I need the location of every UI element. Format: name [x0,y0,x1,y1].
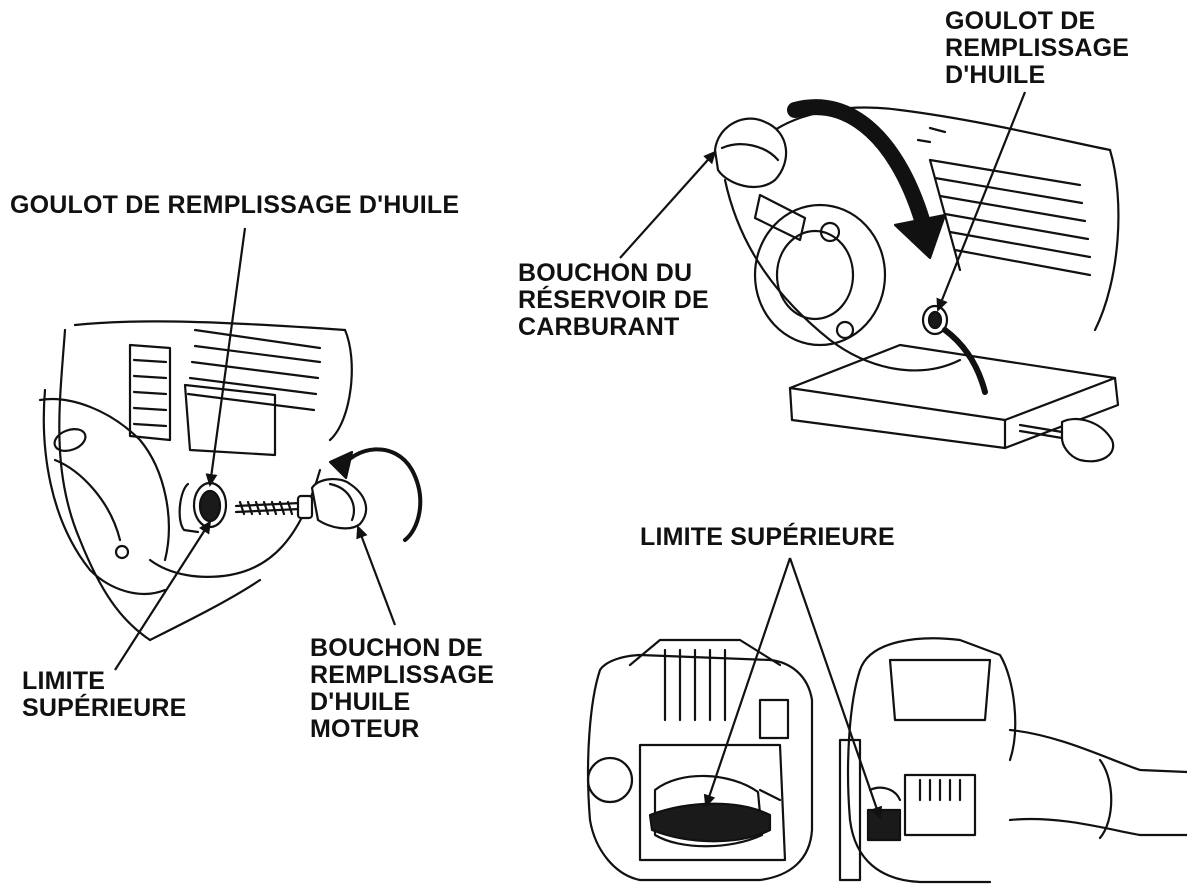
pointer-arrow-icon [205,227,247,487]
label-line: BOUCHON DU [518,259,693,287]
label-line: REMPLISSAGE [945,34,1130,62]
label-line: LIMITE SUPÉRIEURE [640,523,895,551]
label-line: CARBURANT [518,313,680,341]
label-fuel-tank-cap: BOUCHON DU RÉSERVOIR DE CARBURANT [518,260,709,341]
pointer-arrow-icon [788,557,883,820]
left-engine-drawing [38,320,423,642]
pointer-arrow-icon [619,150,717,259]
bottom-engine-views [586,637,1187,884]
pointer-arrow-icon [356,525,397,626]
label-upper-limit-left: LIMITE SUPÉRIEURE [22,668,187,722]
label-line: REMPLISSAGE [310,661,495,689]
right-pointer-arrows [619,91,1027,312]
right-engine-drawing [713,99,1120,463]
label-upper-limit-bottom: LIMITE SUPÉRIEURE [640,524,895,551]
label-line: LIMITE [22,667,106,695]
label-line: SUPÉRIEURE [22,694,187,722]
label-line: RÉSERVOIR DE [518,286,709,314]
pointer-arrow-icon [703,557,792,808]
label-engine-oil-filler-cap: BOUCHON DE REMPLISSAGE D'HUILE MOTEUR [310,635,494,743]
label-line: D'HUILE [310,688,411,716]
bottom-pointer-arrows [703,557,883,820]
label-line: BOUCHON DE [310,634,483,662]
label-line: GOULOT DE [945,7,1096,35]
label-line: MOTEUR [310,715,420,743]
label-oil-filler-neck-left: GOULOT DE REMPLISSAGE D'HUILE [10,192,459,219]
left-pointer-arrows [114,227,397,671]
label-oil-filler-neck-right: GOULOT DE REMPLISSAGE D'HUILE [945,8,1129,89]
pointer-arrow-icon [114,520,212,671]
pointer-arrow-icon [936,91,1027,312]
label-line: D'HUILE [945,61,1046,89]
label-line: GOULOT DE REMPLISSAGE D'HUILE [10,191,460,219]
